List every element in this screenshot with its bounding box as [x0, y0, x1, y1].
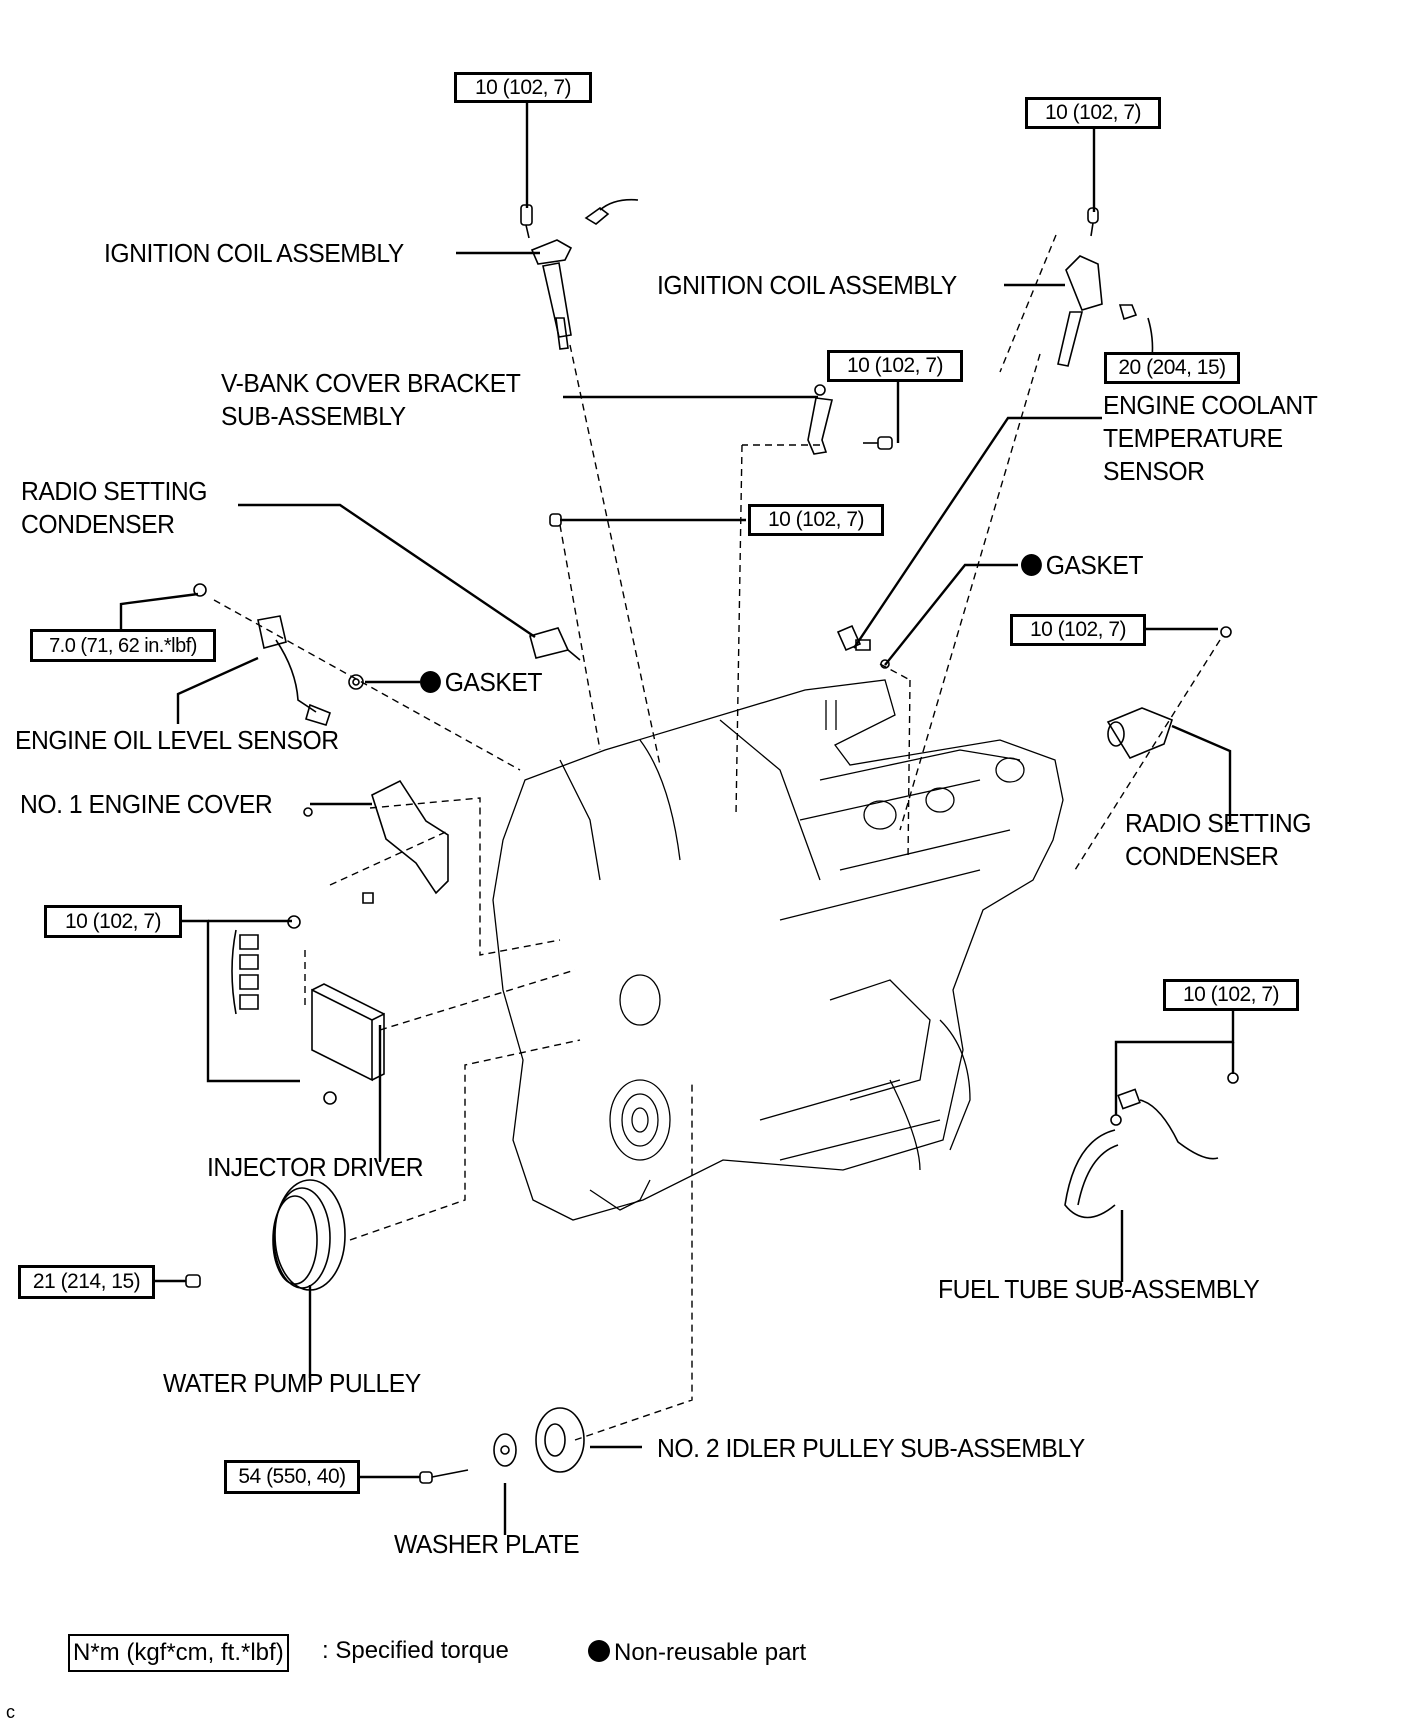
radio-condenser-right-drawing [1108, 627, 1231, 758]
ignition-coil-right-drawing [1058, 208, 1153, 366]
label-radio-condenser-left-line1: RADIO SETTING [21, 476, 207, 506]
label-water-pump-pulley: WATER PUMP PULLEY [163, 1368, 421, 1398]
non-reusable-dot-icon [420, 671, 441, 693]
torque-spec-injector-driver: 10 (102, 7) [44, 905, 182, 938]
torque-spec-idler-pulley: 54 (550, 40) [224, 1460, 360, 1494]
fuel-tube-drawing [1065, 1073, 1238, 1218]
label-coolant-sensor-line3: SENSOR [1103, 456, 1205, 486]
torque-spec-coil-right: 10 (102, 7) [1025, 97, 1161, 129]
legend-torque-description: : Specified torque [322, 1637, 509, 1664]
radio-condenser-left-drawing [530, 514, 580, 660]
label-gasket-right: GASKET [1021, 549, 1144, 581]
label-radio-condenser-right-line2: CONDENSER [1125, 841, 1279, 871]
engine-block-drawing [493, 680, 1063, 1220]
corner-mark: c [6, 1702, 15, 1722]
legend-torque-unit-box: N*m (kgf*cm, ft.*lbf) [68, 1634, 289, 1672]
torque-spec-radio-right: 10 (102, 7) [1010, 614, 1146, 646]
assembly-dashed-lines [214, 235, 1220, 1440]
label-injector-driver: INJECTOR DRIVER [207, 1152, 424, 1182]
label-vbank-bracket-line2: SUB-ASSEMBLY [221, 401, 406, 431]
label-coolant-sensor-line2: TEMPERATURE [1103, 423, 1283, 453]
oil-level-sensor-drawing [194, 584, 363, 725]
torque-spec-radio-left: 10 (102, 7) [748, 504, 884, 536]
non-reusable-dot-icon [1021, 554, 1042, 576]
gasket-left-text: GASKET [444, 667, 543, 697]
torque-spec-water-pump-pulley: 21 (214, 15) [18, 1265, 155, 1299]
vbank-bracket-drawing [808, 385, 892, 454]
torque-spec-coil-left: 10 (102, 7) [454, 72, 592, 103]
label-radio-condenser-left-line2: CONDENSER [21, 509, 175, 539]
coolant-sensor-drawing [838, 626, 889, 668]
label-no2-idler-pulley: NO. 2 IDLER PULLEY SUB-ASSEMBLY [657, 1433, 1085, 1463]
water-pump-pulley-drawing [186, 1180, 345, 1290]
label-ignition-coil-left: IGNITION COIL ASSEMBLY [104, 238, 404, 268]
torque-spec-coolant-sensor: 20 (204, 15) [1104, 352, 1240, 384]
torque-spec-fuel-tube: 10 (102, 7) [1163, 979, 1299, 1011]
non-reusable-dot-icon [588, 1640, 610, 1662]
label-washer-plate: WASHER PLATE [394, 1529, 580, 1559]
injector-driver-drawing [232, 916, 384, 1104]
label-gasket-left: GASKET [420, 666, 543, 698]
ignition-coil-left-drawing [521, 200, 638, 349]
legend-non-reusable: Non-reusable part [588, 1636, 806, 1670]
label-no1-engine-cover: NO. 1 ENGINE COVER [20, 789, 273, 819]
gasket-right-text: GASKET [1045, 550, 1144, 580]
label-engine-oil-level-sensor: ENGINE OIL LEVEL SENSOR [15, 725, 339, 755]
label-radio-condenser-right-line1: RADIO SETTING [1125, 808, 1311, 838]
label-fuel-tube: FUEL TUBE SUB-ASSEMBLY [938, 1274, 1260, 1304]
label-ignition-coil-right: IGNITION COIL ASSEMBLY [657, 270, 957, 300]
leader-lines [121, 102, 1233, 1535]
legend-non-reusable-text: Non-reusable part [614, 1639, 807, 1666]
torque-spec-vbank-bracket: 10 (102, 7) [827, 350, 963, 382]
torque-spec-oil-level-sensor: 7.0 (71, 62 in.*lbf) [30, 629, 216, 662]
idler-pulley-drawing [420, 1408, 584, 1483]
engine-cover-drawing [304, 781, 448, 903]
label-vbank-bracket-line1: V-BANK COVER BRACKET [221, 368, 521, 398]
label-coolant-sensor-line1: ENGINE COOLANT [1103, 390, 1318, 420]
